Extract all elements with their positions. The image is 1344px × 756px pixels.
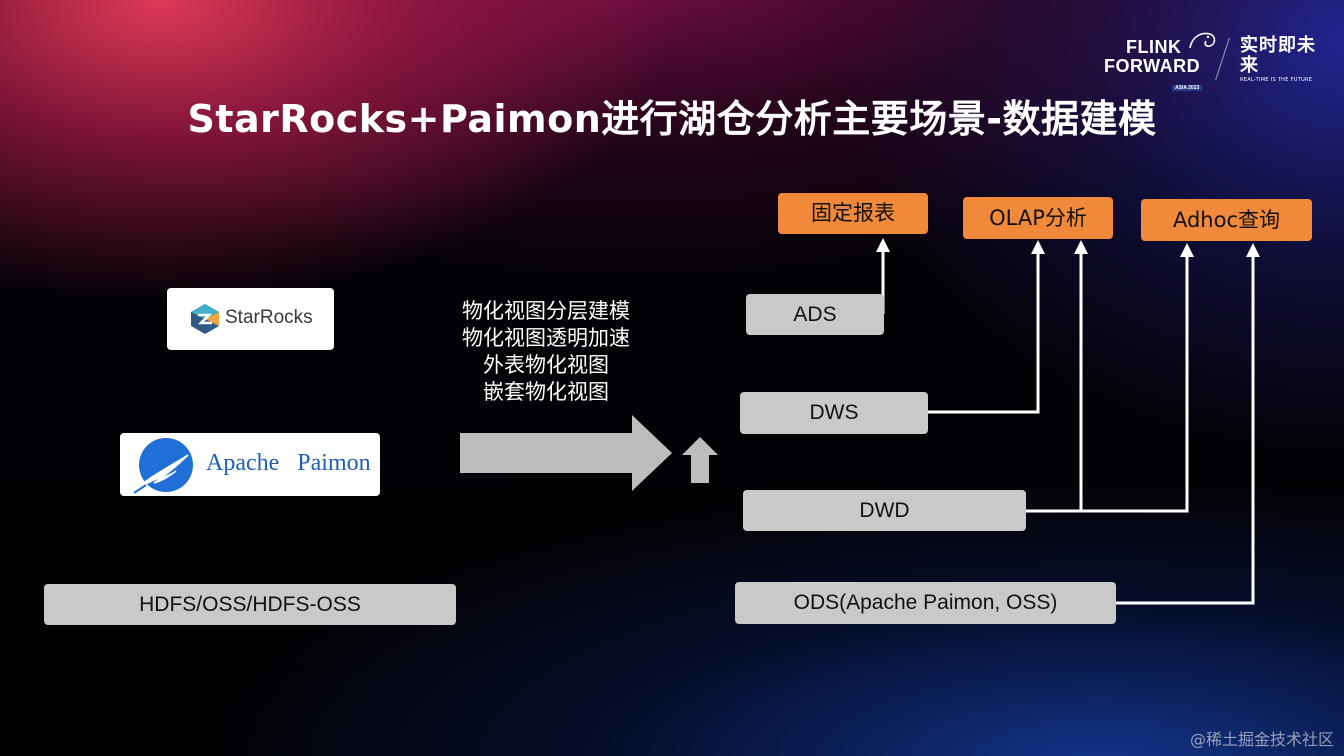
layer-ods-box: ODS(Apache Paimon, OSS) [735, 582, 1116, 624]
feature-item: 嵌套物化视图 [483, 380, 609, 404]
arrow-graphics [460, 415, 718, 491]
arrowhead-icon [1074, 240, 1088, 254]
flink-forward-logo: FLINK FORWARD ASIA 2023 [1104, 37, 1203, 94]
arrowhead-icon [876, 238, 890, 252]
squirrel-logo-icon [1189, 32, 1216, 49]
feature-list: 物化视图分层建模 物化视图透明加速 外表物化视图 嵌套物化视图 [440, 298, 652, 406]
app-report-box: 固定报表 [778, 193, 928, 234]
feature-item: 外表物化视图 [483, 353, 609, 377]
small-up-arrow-icon [682, 437, 718, 483]
app-olap-box: OLAP分析 [963, 197, 1113, 239]
paimon-logo-icon [133, 438, 193, 494]
realtime-logo-text: 实时即未来 [1240, 35, 1316, 76]
starrocks-logo-label: StarRocks [225, 307, 313, 328]
flink-forward-line2: FORWARD [1104, 56, 1201, 76]
flink-forward-sub: ASIA 2023 [1172, 85, 1203, 91]
connector-dws-olap [928, 250, 1040, 414]
storage-layer-box: HDFS/OSS/HDFS-OSS [44, 584, 456, 625]
arrowhead-icon [1031, 240, 1045, 254]
flink-forward-line1: FLINK [1126, 37, 1182, 57]
paimon-logo-label: Apache Paimon [206, 450, 371, 476]
big-right-arrow-icon [460, 415, 672, 491]
arrowhead-icon [1180, 243, 1194, 257]
arrowhead-icon [1246, 243, 1260, 257]
realtime-logo-sub: REAL-TIME IS THE FUTURE [1240, 77, 1313, 83]
paimon-logo-box: Apache Paimon [120, 433, 380, 496]
starrocks-logo-icon [191, 304, 219, 334]
feature-item: 物化视图透明加速 [462, 326, 630, 350]
connector-dwd-adhoc [1026, 253, 1189, 513]
app-adhoc-box: Adhoc查询 [1141, 199, 1312, 241]
feature-item: 物化视图分层建模 [462, 299, 630, 323]
layer-dws-box: DWS [740, 392, 928, 434]
slide-title: StarRocks+Paimon进行湖仓分析主要场景-数据建模 [187, 97, 1157, 141]
realtime-logo: 实时即未来 REAL-TIME IS THE FUTURE [1240, 36, 1316, 84]
watermark: @稀土掘金技术社区 [1189, 730, 1334, 749]
starrocks-logo-box: StarRocks [167, 288, 334, 350]
layer-ads-box: ADS [746, 294, 884, 335]
connector-ods-adhoc [1116, 253, 1255, 605]
layer-dwd-box: DWD [743, 490, 1026, 531]
